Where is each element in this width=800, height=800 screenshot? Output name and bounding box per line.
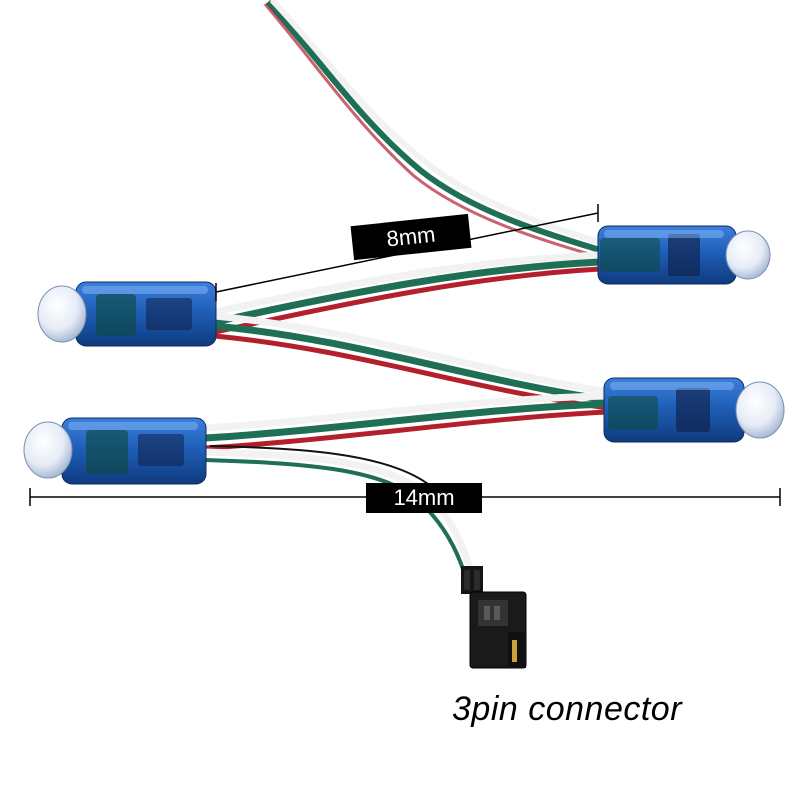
- caption-text: 3pin connector: [452, 690, 683, 728]
- led-module-right-middle: [603, 377, 785, 443]
- connector-housing: [461, 566, 527, 669]
- led-module-bottom-left: [23, 417, 207, 485]
- top-cable: [263, 0, 606, 258]
- dimension-label-14mm: 14mm: [366, 483, 482, 513]
- led-module-top-right: [597, 225, 771, 285]
- cable-segment-2: [214, 312, 609, 411]
- cable-segment-3: [204, 392, 609, 451]
- led-module-middle-left: [37, 281, 217, 347]
